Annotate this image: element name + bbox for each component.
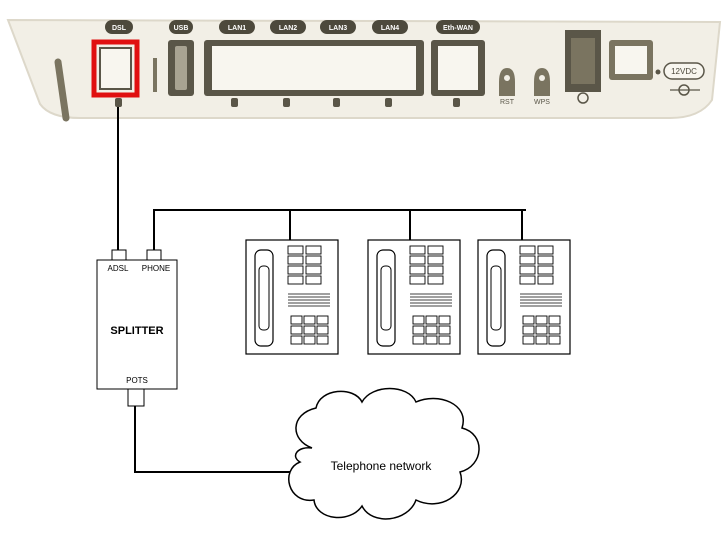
eth-wan-port: Eth-WAN (431, 20, 485, 107)
telephones (245, 239, 571, 355)
phone-line-bus (153, 209, 526, 250)
wiring (117, 107, 526, 473)
power-jack: 12VDC (609, 40, 705, 96)
splitter-pots-label: POTS (126, 376, 148, 385)
lock-icon (231, 98, 238, 107)
reset-button: RST (499, 68, 515, 106)
dsl-highlight-box (91, 39, 140, 98)
splitter-title: SPLITTER (110, 325, 163, 337)
cloud-label: Telephone network (331, 459, 433, 473)
splitter-phone-label: PHONE (142, 264, 170, 273)
wps-label: WPS (534, 99, 550, 106)
lock-icon (453, 98, 460, 107)
antenna (54, 58, 70, 122)
power-voltage-label: 12VDC (671, 67, 697, 76)
wps-button: WPS (534, 68, 550, 106)
telephone-icon (477, 239, 571, 355)
usb-port: USB (168, 20, 194, 96)
dsl-port: DSL (91, 20, 140, 107)
power-switch (565, 30, 601, 104)
lan2-port-label: LAN2 (279, 25, 297, 32)
pots-cable (134, 406, 300, 473)
lan-ports: LAN1 LAN2 LAN3 LAN4 (204, 20, 424, 107)
rst-label: RST (500, 99, 515, 106)
dsl-port-label: DSL (112, 25, 127, 32)
eth-wan-port-label: Eth-WAN (443, 25, 473, 32)
telephone-icon (245, 239, 339, 355)
splitter-adsl-label: ADSL (108, 264, 129, 273)
telephone-network-cloud: Telephone network (288, 387, 480, 520)
telephone-icon (367, 239, 461, 355)
lock-icon (115, 98, 122, 107)
lan3-port-label: LAN3 (329, 25, 347, 32)
splitter-box (96, 259, 178, 390)
lan4-port-label: LAN4 (381, 25, 399, 32)
lan1-port-label: LAN1 (228, 25, 246, 32)
lock-icon (333, 98, 340, 107)
splitter: ADSL PHONE SPLITTER POTS (96, 249, 178, 407)
lock-icon (283, 98, 290, 107)
usb-port-label: USB (174, 25, 189, 32)
lock-icon (385, 98, 392, 107)
router-back-panel: DSL USB LAN1 LAN2 LAN3 LAN4 (6, 18, 722, 122)
